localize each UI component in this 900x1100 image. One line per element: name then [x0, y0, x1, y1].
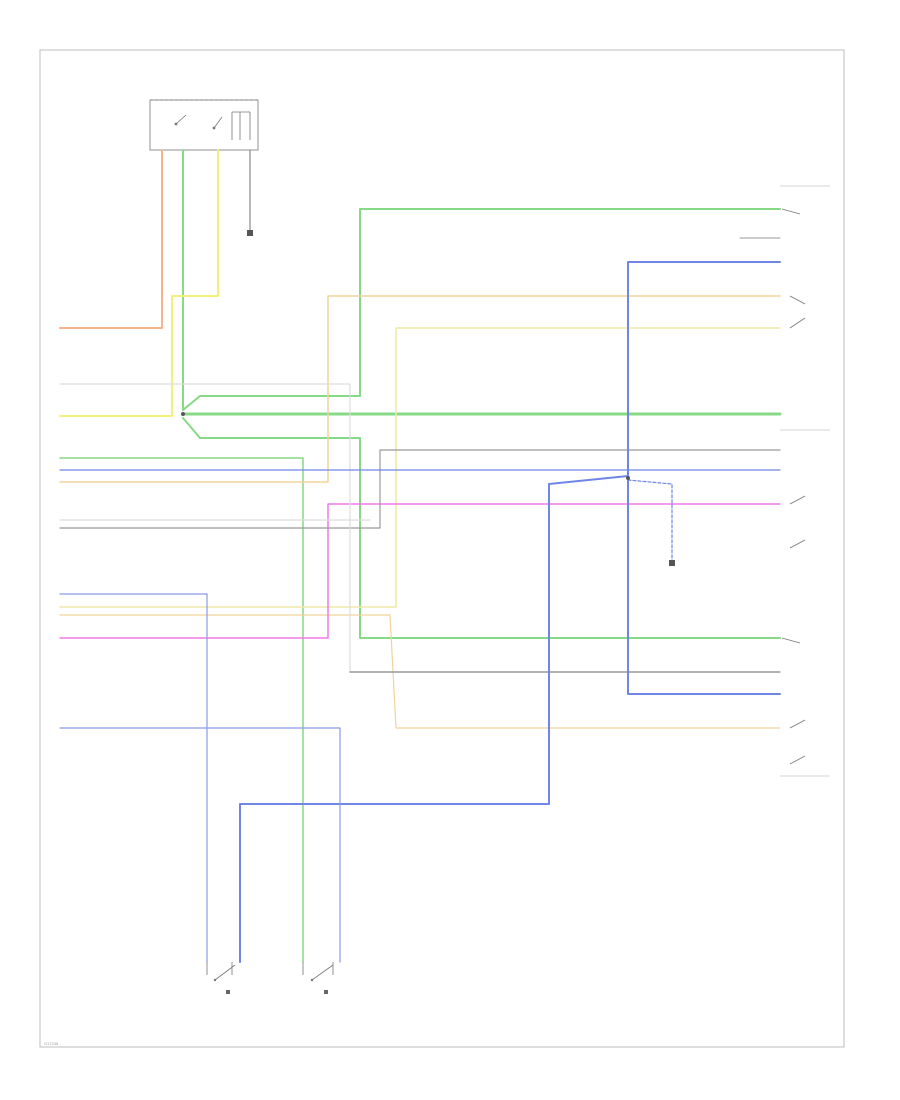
splice-blue: [626, 476, 630, 480]
wire-green-splice-lower: [182, 417, 781, 639]
wire-dark-upper: [59, 449, 781, 529]
diagram-border: [39, 49, 845, 1048]
top-ground-symbol: [247, 150, 253, 236]
wire-orange: [59, 149, 163, 329]
footer-code: G17248: [44, 1041, 59, 1046]
wire-yellow: [59, 149, 219, 417]
wire-green-splice-upper: [182, 208, 781, 411]
wire-blue-splice: [239, 475, 629, 963]
ground-right: [669, 560, 675, 566]
wire-layer: [59, 149, 782, 963]
wire-green-lower: [59, 457, 304, 963]
right-connectors: [780, 185, 830, 777]
wire-light-yellow: [59, 327, 781, 608]
wire-blue-pin-last: [59, 727, 341, 963]
wire-pink: [59, 503, 781, 639]
wire-blue-right: [627, 261, 781, 695]
wire-blue-switch: [59, 593, 208, 963]
wire-blue-ground: [627, 479, 673, 563]
top-switch-component: [149, 99, 259, 151]
switch-box: [149, 99, 259, 151]
bottom-switch-left: [206, 962, 236, 994]
splice-points: [181, 412, 675, 566]
wire-tan: [59, 295, 781, 483]
bottom-switch-right: [302, 962, 334, 994]
splice-green: [181, 412, 185, 416]
